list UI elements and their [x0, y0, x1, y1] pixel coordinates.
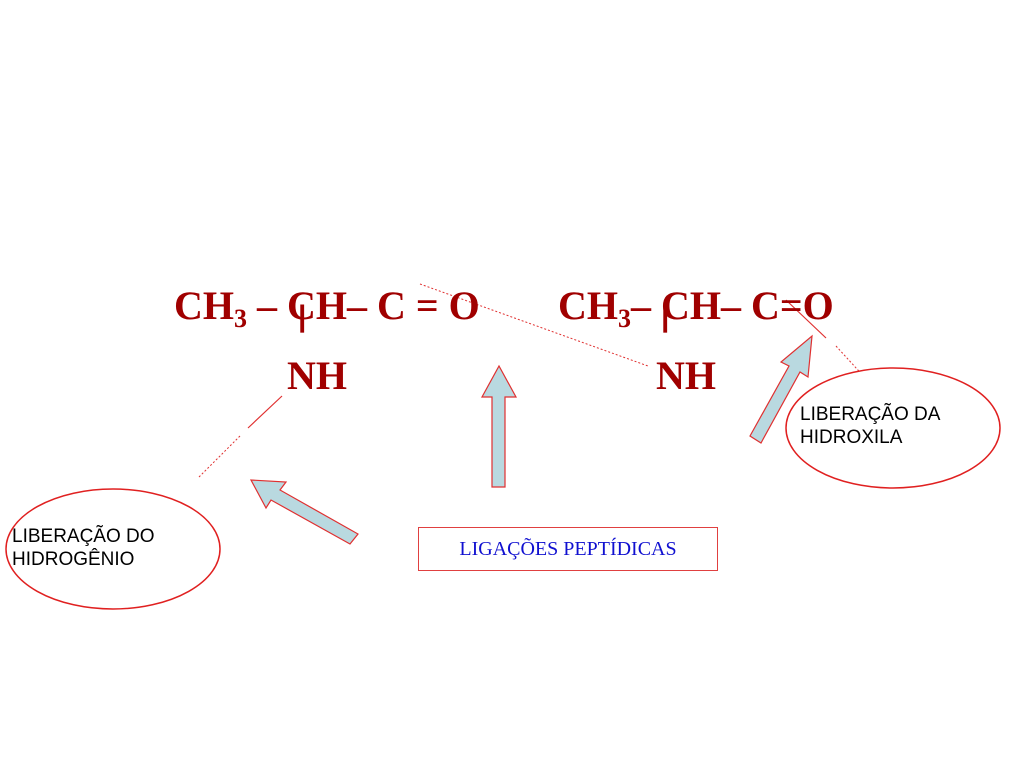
- hydrogen-leader-line: [197, 435, 241, 479]
- arrow-up-icon: [480, 364, 518, 488]
- molecule-1-nh: NH: [287, 353, 347, 398]
- peptide-bonds-box: LIGAÇÕES PEPTÍDICAS: [418, 527, 718, 571]
- hydrogen-cut-line: [247, 395, 283, 429]
- hydrogen-release-label: LIBERAÇÃO DO HIDROGÊNIO: [12, 525, 155, 571]
- molecule-1-formula: CH3 – CH– C = O: [154, 246, 480, 332]
- hydroxyl-label-line-2: HIDROXILA: [800, 427, 903, 448]
- hydrogen-ellipse: [5, 488, 221, 610]
- peptide-bonds-label: LIGAÇÕES PEPTÍDICAS: [459, 537, 677, 560]
- hydroxyl-cut-line: [785, 299, 827, 339]
- molecule-1-bond: |: [298, 300, 307, 333]
- arrow-up-right-icon: [749, 334, 813, 444]
- hydroxyl-release-label: LIBERAÇÃO DA HIDROXILA: [800, 403, 940, 449]
- hydroxyl-label-line-1: LIBERAÇÃO DA: [800, 404, 941, 425]
- hydrogen-label-line-1: LIBERAÇÃO DO: [12, 526, 155, 547]
- molecule-1-rest: – CH– C = O: [247, 283, 480, 328]
- peptide-bond-connector: [419, 283, 649, 367]
- molecule-2-nh: NH: [656, 353, 716, 398]
- molecule-2-rest: – CH– C=O: [631, 283, 834, 328]
- molecule-2-formula: CH3– CH– C=O: [538, 246, 834, 332]
- arrow-up-left-icon: [249, 479, 359, 545]
- molecule-1-subscript: 3: [234, 304, 247, 333]
- molecule-1-ch: CH: [174, 283, 234, 328]
- molecule-2-subscript: 3: [618, 304, 631, 333]
- molecule-2-bond: |: [661, 300, 670, 333]
- molecule-2-ch: CH: [558, 283, 618, 328]
- hydrogen-label-line-2: HIDROGÊNIO: [12, 549, 135, 570]
- hydroxyl-ellipse: [785, 367, 1001, 489]
